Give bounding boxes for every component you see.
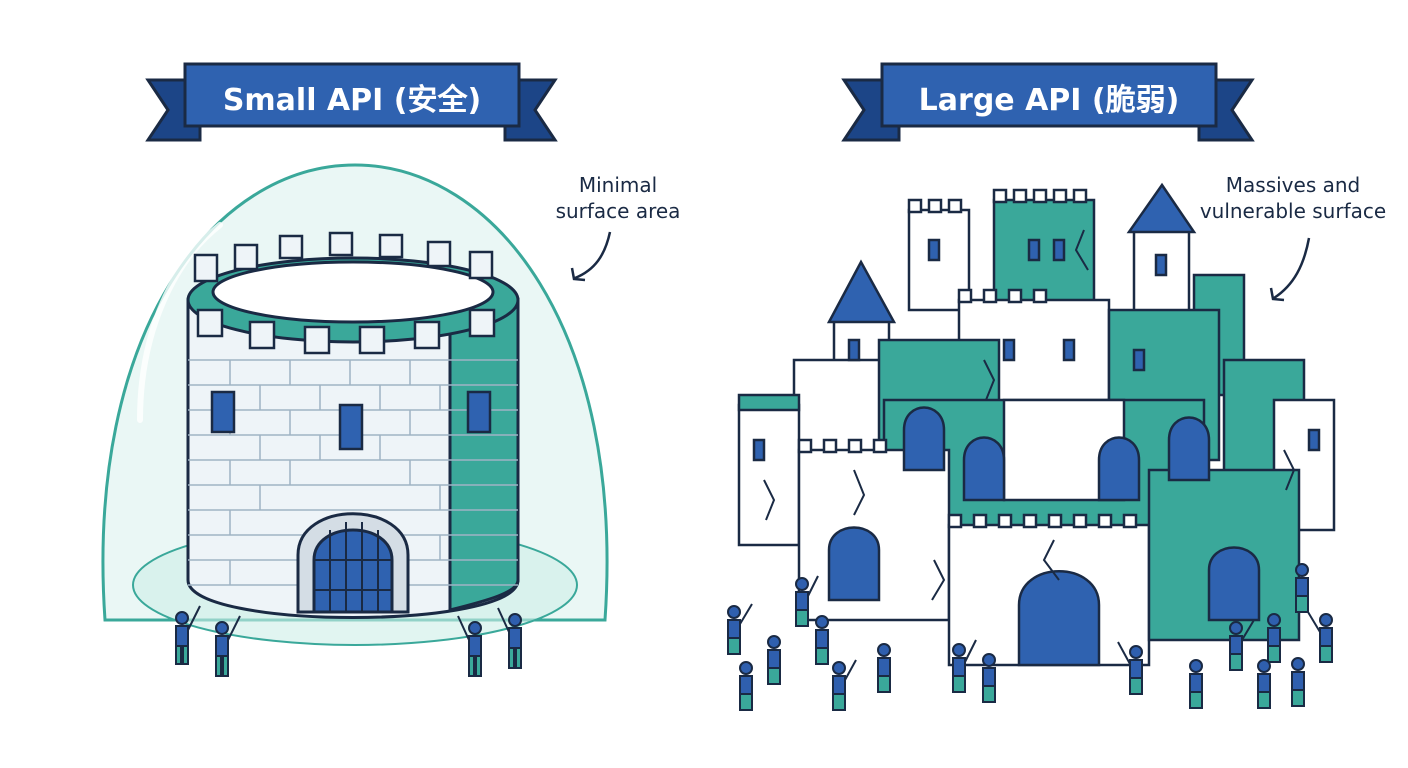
small-api-banner xyxy=(145,62,558,142)
small-api-note: Minimal surface area xyxy=(518,172,718,224)
small-api-panel: Small API (安全) Minimal surface area xyxy=(101,62,680,677)
small-api-note-line2: surface area xyxy=(555,199,681,223)
large-api-note-line1: Massives and xyxy=(1225,173,1361,197)
large-api-note: Massives and vulnerable surface xyxy=(1188,172,1398,224)
large-api-illustration xyxy=(727,62,1336,711)
curved-arrow-icon xyxy=(574,231,612,280)
large-api-note-line2: vulnerable surface xyxy=(1199,199,1387,223)
attacker-figure-icon xyxy=(727,563,1333,711)
small-api-note-line1: Minimal xyxy=(578,173,658,197)
large-api-banner xyxy=(841,62,1255,142)
fortress-tower-icon xyxy=(186,231,520,619)
small-api-illustration xyxy=(101,62,612,677)
large-api-panel: Large API (脆弱) Massives and vulnerable s… xyxy=(704,0,1408,768)
attacker-figure-icon xyxy=(175,605,522,677)
small-api-banner-label: Small API (安全) xyxy=(222,83,482,118)
large-api-banner-label: Large API (脆弱) xyxy=(918,83,1180,118)
curved-arrow-icon xyxy=(1273,237,1311,300)
sprawling-castle-icon xyxy=(737,182,1336,667)
